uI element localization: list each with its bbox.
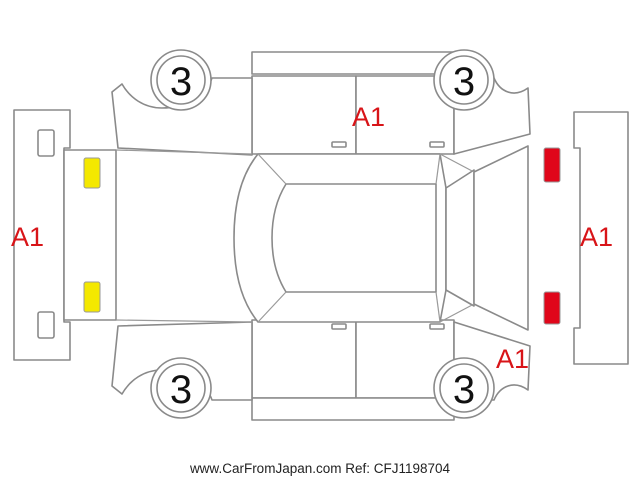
damage-mark-rear-bumper: A1 — [11, 222, 44, 252]
wheel-rating: 3 — [170, 60, 192, 104]
wheel-bottom-left: 3 — [150, 357, 212, 419]
damage-mark-left-front-fender: A1 — [496, 344, 529, 374]
wheel-top-right: 3 — [433, 49, 495, 111]
wheel-rating: 3 — [453, 60, 475, 104]
front-light-top — [543, 147, 561, 183]
roof — [233, 153, 447, 323]
wheel-top-left: 3 — [150, 49, 212, 111]
front-bumper — [573, 111, 629, 365]
damage-mark-front-bumper: A1 — [580, 222, 613, 252]
damage-mark-right-rear-door: A1 — [352, 102, 385, 132]
left-side-panel — [251, 319, 455, 421]
front-light-bottom — [543, 291, 561, 325]
rear-bumper — [13, 109, 71, 361]
wheel-rating: 3 — [453, 368, 475, 412]
wheel-bottom-right: 3 — [433, 357, 495, 419]
hood — [439, 145, 529, 331]
rear-light-top — [83, 157, 101, 189]
wheel-rating: 3 — [170, 368, 192, 412]
reference-footer: www.CarFromJapan.com Ref: CFJ1198704 — [189, 461, 451, 476]
rear-light-bottom — [83, 281, 101, 313]
